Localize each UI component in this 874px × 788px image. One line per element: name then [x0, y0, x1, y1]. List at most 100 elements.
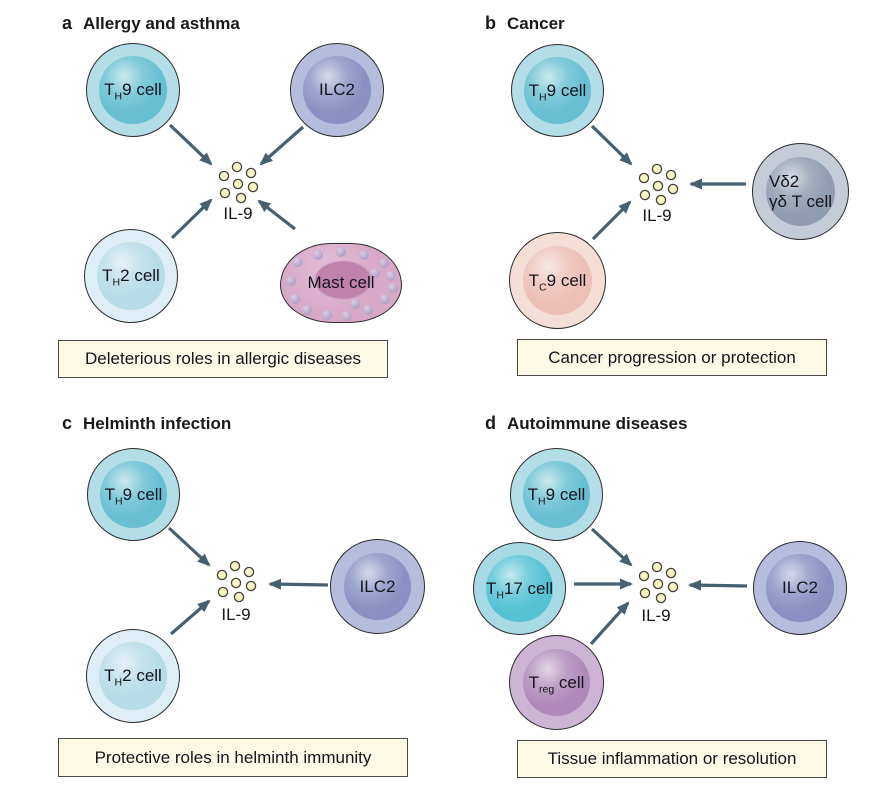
- mast-granule: [293, 257, 303, 267]
- cell-ilc2-c-label: ILC2: [360, 577, 396, 596]
- il9-dot: [217, 586, 229, 598]
- label-text: 17 cell: [503, 578, 554, 598]
- label-subscript: reg: [538, 683, 555, 696]
- il9-dots-d: [638, 561, 679, 604]
- cell-treg-d-label: Treg cell: [528, 672, 585, 696]
- il9-dots-c: [216, 560, 257, 603]
- label-text: T: [485, 578, 497, 598]
- cell-treg-d: Treg cell: [509, 635, 604, 730]
- il9-dot: [231, 161, 243, 173]
- panel-c-letter: c: [62, 413, 73, 433]
- cell-th2-a-cytoplasm: [97, 242, 165, 310]
- cell-ilc2-d-cytoplasm: [766, 554, 834, 622]
- cell-th17-d-label: TH17 cell: [485, 578, 554, 602]
- cell-th2-c-cytoplasm: [99, 642, 167, 710]
- il9-dot: [638, 172, 650, 184]
- mast-granule: [363, 305, 373, 315]
- mast-granule: [286, 276, 296, 286]
- panel-d-title-text: Autoimmune diseases: [507, 414, 688, 433]
- mast-granule: [313, 250, 323, 260]
- label-subscript: H: [496, 589, 504, 602]
- panel-b-title-text: Cancer: [507, 14, 565, 33]
- label-text: 9 cell: [545, 484, 586, 504]
- il9-dot: [639, 189, 651, 201]
- label-text: 9 cell: [546, 80, 587, 100]
- arrow-c-ilc2-to-il9: [268, 578, 329, 590]
- cell-th17-d-cytoplasm: [486, 555, 553, 622]
- panel-d-letter: d: [485, 413, 496, 433]
- cell-mast-a: Mast cell: [280, 243, 402, 323]
- label-subscript: C: [539, 281, 547, 294]
- cell-th2-c: TH2 cell: [86, 629, 180, 723]
- cell-th9-c-label: TH9 cell: [104, 484, 163, 508]
- il9-dot: [667, 183, 679, 195]
- il9-dot: [665, 567, 677, 579]
- panel-d-title: d Autoimmune diseases: [485, 413, 687, 434]
- mast-granule: [322, 310, 332, 320]
- panel-b-title: b Cancer: [485, 13, 565, 34]
- mast-granule: [386, 271, 396, 281]
- cell-ilc2-a: ILC2: [290, 43, 384, 137]
- label-text: 2 cell: [122, 666, 162, 686]
- caption-a: Deleterious roles in allergic diseases: [58, 340, 388, 378]
- label-text: 9 cell: [546, 270, 587, 290]
- mast-granule: [388, 283, 398, 293]
- cell-th9-b-label: TH9 cell: [528, 80, 587, 103]
- label-subscript: H: [538, 495, 546, 508]
- caption-d: Tissue inflammation or resolution: [517, 740, 827, 778]
- il9-dot: [218, 170, 230, 182]
- label-subscript: H: [112, 276, 121, 289]
- cell-th9-c: TH9 cell: [87, 448, 180, 541]
- il9-dot: [230, 577, 242, 589]
- cell-th9-d-label: TH9 cell: [528, 484, 586, 508]
- il9-dot: [247, 181, 259, 193]
- arrow-a-th9-to-il9: [168, 123, 213, 166]
- cell-th9-b: TH9 cell: [511, 44, 604, 137]
- il9-dot: [652, 180, 664, 192]
- il9-dot: [219, 187, 231, 199]
- arrow-c-th9-to-il9: [167, 526, 211, 567]
- il9-dot: [216, 569, 228, 581]
- cell-th9-a-cytoplasm: [99, 56, 167, 124]
- cell-th2-a: TH2 cell: [84, 229, 178, 323]
- mast-granule: [380, 294, 390, 304]
- il9-dot: [655, 194, 667, 206]
- cell-ilc2-d: ILC2: [753, 541, 847, 635]
- cell-th9-c-cytoplasm: [100, 461, 167, 528]
- panel-a-title-text: Allergy and asthma: [83, 14, 240, 33]
- label-text: T: [104, 484, 116, 504]
- il9-dot: [651, 561, 663, 573]
- cell-ilc2-a-cytoplasm: [303, 56, 371, 124]
- label-text: T: [528, 80, 540, 100]
- cell-tc9-b: TC9 cell: [509, 232, 606, 329]
- label-text: T: [102, 266, 113, 286]
- mast-granule: [342, 311, 352, 321]
- label-text: ILC2: [319, 80, 355, 100]
- cell-th2-c-label: TH2 cell: [104, 666, 162, 688]
- il9-dot: [245, 580, 257, 592]
- panel-b-letter: b: [485, 13, 496, 33]
- il9-dots-a: [218, 161, 259, 204]
- il9-dot: [639, 587, 651, 599]
- label-subscript: H: [115, 495, 123, 508]
- cell-th9-a-label: TH9 cell: [104, 80, 162, 102]
- arrow-d-treg-to-il9: [589, 601, 630, 646]
- mast-granule: [336, 247, 346, 257]
- cell-ilc2-c: ILC2: [330, 539, 425, 634]
- il9-dot: [235, 192, 247, 204]
- label-text: T: [528, 672, 539, 692]
- cell-th2-a-label: TH2 cell: [102, 266, 160, 288]
- cell-th9-a: TH9 cell: [86, 43, 180, 137]
- arrow-b-tc9-to-il9: [591, 200, 632, 241]
- il9-dot: [245, 167, 257, 179]
- label-subscript: H: [114, 90, 123, 103]
- il9-dot: [665, 169, 677, 181]
- cell-tc9-b-label: TC9 cell: [529, 270, 587, 294]
- label-text: Mast cell: [307, 273, 375, 293]
- mast-granule: [359, 250, 369, 260]
- label-text: T: [104, 666, 115, 686]
- label-text: 2 cell: [120, 266, 160, 286]
- cell-th9-d-cytoplasm: [523, 461, 590, 528]
